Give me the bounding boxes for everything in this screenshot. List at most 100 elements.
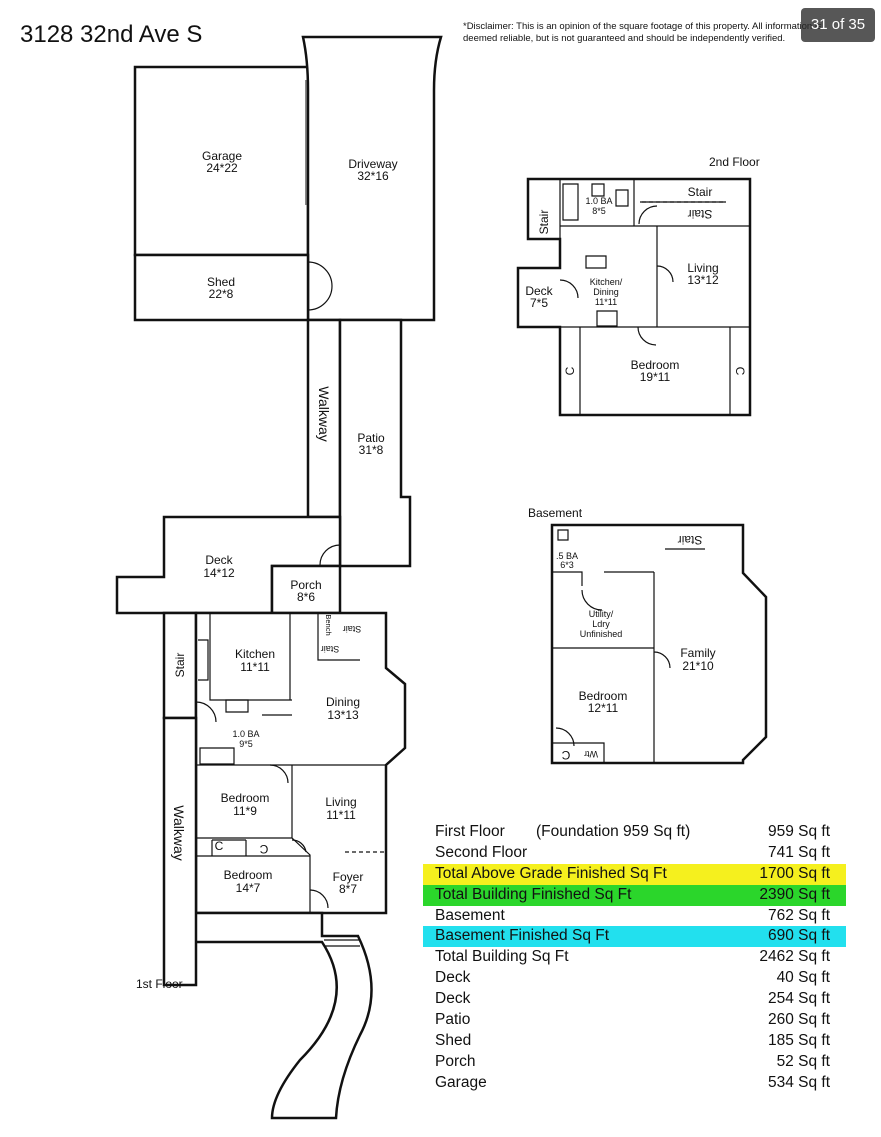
bedroom-first-a-dim: 11*9 bbox=[233, 804, 257, 818]
dining-dim: 13*13 bbox=[327, 708, 359, 722]
area-row-label: Basement Finished Sq Ft bbox=[435, 927, 610, 945]
living-second-label: Living bbox=[687, 261, 718, 275]
bedroom-first-b-label: Bedroom bbox=[224, 868, 273, 882]
area-row-value: 1700 Sq ft bbox=[759, 864, 830, 882]
area-row-value: 185 Sq ft bbox=[767, 1031, 830, 1049]
area-row-label: Porch bbox=[435, 1052, 476, 1070]
bath-basement-dim: 6*3 bbox=[560, 560, 574, 570]
disclaimer-note: *Disclaimer: This is an opinion of the s… bbox=[463, 21, 822, 44]
kitchen-dining-second-dim: 11*11 bbox=[595, 297, 617, 307]
area-row-value: 52 Sq ft bbox=[776, 1052, 830, 1070]
bedroom-first-b-dim: 14*7 bbox=[236, 881, 261, 895]
first-floor-fixtures bbox=[198, 639, 249, 856]
area-row: Shed 185 Sq ft bbox=[423, 1031, 846, 1052]
stair-first-side-label: Stair bbox=[173, 653, 187, 678]
water-heater-label: Wtr bbox=[584, 749, 598, 759]
area-row-note: (Foundation 959 Sq ft) bbox=[536, 823, 691, 840]
closet-second-b-label: C bbox=[733, 367, 747, 376]
foyer-label: Foyer bbox=[333, 870, 364, 884]
area-row-label: Total Building Finished Sq Ft bbox=[435, 885, 632, 903]
square-footage-table: First Floor (Foundation 959 Sq ft) 959 Sq … bbox=[423, 822, 846, 1094]
bedroom-basement-label: Bedroom bbox=[579, 689, 628, 703]
stair-second-side-label: Stair bbox=[537, 210, 551, 235]
bath-first-label: 1.0 BA bbox=[232, 729, 259, 739]
basement-interior-walls bbox=[552, 571, 655, 763]
basement-title: Basement bbox=[528, 506, 583, 520]
garage-dim: 24*22 bbox=[206, 161, 238, 175]
image-counter: 31 of 35 bbox=[801, 8, 875, 42]
area-row: Basement Finished Sq Ft 690 Sq ft bbox=[423, 926, 846, 948]
area-row: First Floor (Foundation 959 Sq ft) 959 Sq … bbox=[423, 822, 846, 843]
area-row-value: 959 Sq ft bbox=[767, 823, 830, 840]
bath-second-label: 1.0 BA bbox=[585, 196, 612, 206]
area-row-label: Deck bbox=[435, 990, 471, 1008]
second-floor-fixtures bbox=[562, 183, 629, 327]
shed-door-swing bbox=[307, 261, 333, 311]
driveway-outline bbox=[301, 35, 443, 322]
closet-second-a-label: C bbox=[563, 366, 577, 375]
area-row-label: Patio bbox=[435, 1011, 471, 1029]
area-row-value: 254 Sq ft bbox=[767, 990, 830, 1008]
kitchen-dining-second-label: Kitchen/ bbox=[590, 277, 623, 287]
area-row-label: Shed bbox=[435, 1031, 472, 1049]
first-floor-door-swings bbox=[195, 701, 329, 909]
bedroom-second-dim: 19*11 bbox=[640, 370, 671, 384]
first-floor-title: 1st Floor bbox=[136, 977, 183, 991]
area-row-value: 260 Sq ft bbox=[767, 1011, 830, 1029]
deck-door-swing bbox=[319, 544, 341, 566]
basement-door-swings bbox=[555, 529, 671, 747]
living-first-dim: 11*11 bbox=[326, 808, 356, 822]
driveway-dim: 32*16 bbox=[357, 169, 389, 183]
stair-second-top-flip-label: Stair bbox=[688, 207, 713, 221]
dining-label: Dining bbox=[326, 695, 360, 709]
utility-label-3: Unfinished bbox=[580, 629, 623, 639]
stair-first-b-label: Stair bbox=[321, 644, 340, 654]
area-row-value: 762 Sq ft bbox=[767, 906, 830, 924]
kitchen-dining-second-label-2: Dining bbox=[593, 287, 619, 297]
deck-label: Deck bbox=[205, 553, 233, 567]
area-row-label: Total Building Sq Ft bbox=[435, 948, 569, 966]
utility-label: Utility/ bbox=[589, 609, 614, 619]
basement-plan: Basement Stair .5 BA 6*3 Utility/ Ldry U… bbox=[528, 506, 768, 765]
area-row-label: Total Above Grade Finished Sq Ft bbox=[435, 864, 667, 882]
living-second-dim: 13*12 bbox=[687, 273, 719, 287]
closet-basement-label: C bbox=[561, 748, 570, 762]
second-floor-interior-walls bbox=[559, 179, 750, 415]
area-row-value: 690 Sq ft bbox=[767, 927, 830, 945]
second-floor-title: 2nd Floor bbox=[709, 155, 760, 169]
closet-first-a-label: C bbox=[215, 839, 224, 853]
family-label: Family bbox=[680, 646, 715, 660]
second-floor-plan: 2nd Floor Stair Stair Stair 1.0 BA 8*5 D… bbox=[516, 155, 760, 417]
closet-first-b-label: C bbox=[259, 842, 268, 856]
walkway-lower-label: Walkway bbox=[171, 805, 187, 861]
deck-dim: 14*12 bbox=[203, 566, 235, 580]
area-row: Patio 260 Sq ft bbox=[423, 1010, 846, 1031]
area-row: Porch 52 Sq ft bbox=[423, 1052, 846, 1073]
bedroom-first-a-label: Bedroom bbox=[221, 791, 270, 805]
bath-basement-label: .5 BA bbox=[556, 551, 578, 561]
first-floor-plan: Garage 24*22 Driveway 32*16 Shed 22*8 Wa… bbox=[115, 35, 443, 1120]
area-row-label: First Floor bbox=[435, 823, 505, 840]
bedroom-basement-dim: 12*11 bbox=[588, 701, 619, 715]
second-floor-outline bbox=[516, 177, 752, 417]
garage-label: Garage bbox=[202, 149, 242, 163]
stair-second-top-label: Stair bbox=[688, 185, 713, 199]
stair-first-a-label: Stair bbox=[343, 624, 362, 634]
area-row-value: 534 Sq ft bbox=[767, 1073, 830, 1091]
second-floor-door-swings bbox=[559, 205, 674, 346]
area-row: Deck 254 Sq ft bbox=[423, 989, 846, 1010]
basement-outline bbox=[550, 523, 768, 765]
patio-label: Patio bbox=[357, 431, 385, 445]
kitchen-label: Kitchen bbox=[235, 647, 275, 661]
walkway-upper-label: Walkway bbox=[316, 386, 332, 442]
area-row-value: 741 Sq ft bbox=[767, 843, 830, 861]
walkway-lower-outline bbox=[162, 716, 373, 1120]
family-dim: 21*10 bbox=[682, 659, 714, 673]
stair-basement-label: Stair bbox=[678, 533, 703, 547]
